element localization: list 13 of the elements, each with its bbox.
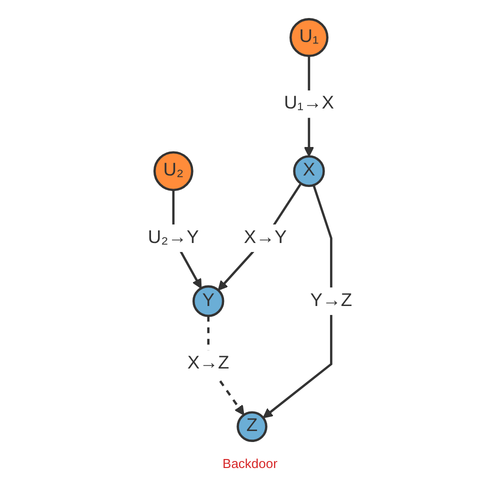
edge-label: Y→Z — [310, 290, 352, 310]
node-circle: Z — [236, 411, 268, 442]
node-circle: X — [293, 155, 325, 188]
edge-label: X→Z — [187, 354, 230, 374]
edge-label: U₂→Y — [148, 228, 199, 248]
node-circle: Y — [192, 285, 224, 318]
node-circle: U₁ — [290, 18, 328, 58]
edge-label: U₁→X — [284, 94, 334, 114]
node-circle: U₂ — [153, 151, 194, 192]
edge-label: X→Y — [244, 228, 287, 248]
arrow — [262, 184, 332, 418]
annotation-text: Backdoor — [222, 456, 278, 471]
arrow — [218, 182, 302, 291]
